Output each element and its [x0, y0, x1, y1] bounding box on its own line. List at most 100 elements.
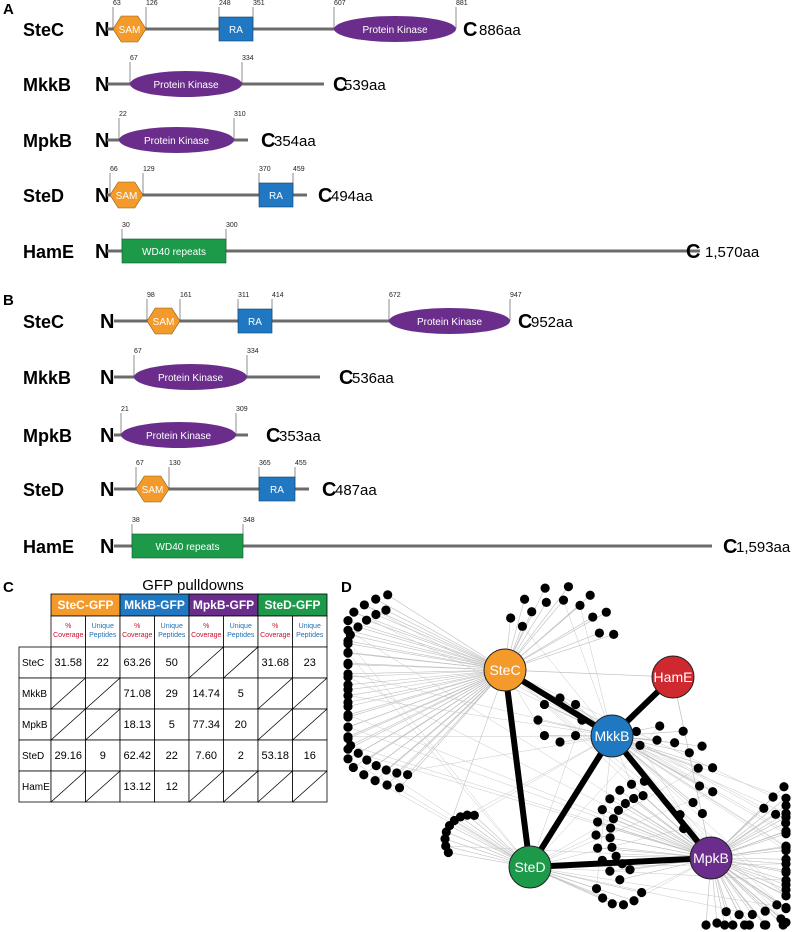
- bait-header-label: SteD-GFP: [264, 598, 320, 612]
- weak-edge: [347, 695, 613, 737]
- weak-edge: [347, 735, 613, 737]
- peripheral-node: [720, 920, 730, 930]
- row-label-cell: [18, 677, 52, 710]
- weak-edge: [364, 604, 506, 671]
- empty-cell-slash: [257, 677, 293, 710]
- subheader-cell: [50, 615, 86, 648]
- cell-value: 7.60: [196, 750, 217, 762]
- sam-hexagon: [112, 15, 147, 43]
- table-cell: [292, 646, 328, 679]
- cell-value: 5: [238, 688, 244, 700]
- row-label-cell: [18, 770, 52, 803]
- weak-edge: [611, 735, 787, 851]
- peripheral-node: [652, 735, 662, 745]
- table-cell: [119, 708, 155, 741]
- peripheral-node: [637, 887, 647, 898]
- peripheral-node: [626, 779, 637, 789]
- cell-value: 23: [304, 657, 316, 669]
- weak-edge: [347, 726, 712, 859]
- hub-circle: [590, 714, 634, 758]
- weak-edge: [347, 662, 506, 671]
- cell-value: 2: [238, 750, 244, 762]
- peripheral-node: [343, 710, 353, 720]
- peripheral-node: [539, 699, 550, 710]
- weak-edge: [347, 652, 506, 671]
- protein-length: 1,593aa: [736, 539, 791, 556]
- hub-label: HamE: [654, 669, 693, 685]
- subheader-text: Coverage: [122, 632, 152, 639]
- cell-value: 29.16: [54, 750, 82, 762]
- weak-edge: [350, 634, 506, 671]
- weak-edge: [347, 669, 506, 707]
- weak-edge: [347, 652, 531, 868]
- c-terminus-label: C: [339, 367, 353, 389]
- protein-length: 354aa: [274, 133, 316, 150]
- wd40-box: [121, 238, 227, 264]
- peripheral-node: [747, 909, 757, 920]
- n-terminus-label: N: [95, 74, 109, 96]
- peripheral-node: [607, 842, 617, 852]
- peripheral-node: [539, 730, 550, 741]
- c-terminus-label: C: [333, 74, 347, 96]
- cell-value: 5: [169, 719, 175, 731]
- table-cell: [188, 708, 224, 741]
- cell-value: 50: [166, 657, 178, 669]
- weak-edge: [347, 630, 712, 859]
- peripheral-node: [615, 785, 625, 795]
- subheader-text: %: [272, 623, 278, 630]
- peripheral-node: [533, 715, 543, 725]
- weak-edge: [347, 673, 613, 737]
- protein-length: 539aa: [344, 77, 386, 94]
- kinase-ellipse: [121, 422, 236, 448]
- domain-start-position: 672: [389, 292, 401, 299]
- peripheral-node: [343, 733, 353, 744]
- bait-header-4: SteD-GFP: [257, 593, 328, 617]
- peripheral-node: [527, 607, 537, 617]
- peripheral-node: [345, 630, 355, 640]
- c-terminus-label: C: [518, 311, 532, 333]
- peripheral-node: [631, 726, 641, 737]
- peripheral-node: [617, 859, 627, 869]
- domain-end-position: 334: [247, 348, 259, 355]
- domain-end-position: 129: [143, 166, 155, 173]
- bait-header-label: MkkB-GFP: [124, 598, 185, 612]
- domain-label: WD40 repeats: [156, 542, 220, 553]
- cell-value: 13.12: [123, 781, 151, 793]
- domain-end-position: 300: [226, 222, 238, 229]
- domain-label: WD40 repeats: [142, 247, 206, 258]
- peripheral-node: [598, 893, 608, 903]
- domain-label: Protein Kinase: [417, 317, 482, 328]
- peripheral-node: [675, 810, 685, 820]
- peripheral-node: [519, 594, 530, 604]
- peripheral-node: [361, 615, 372, 625]
- subheader-text: Peptides: [89, 632, 117, 639]
- weak-edge: [347, 669, 506, 696]
- n-terminus-label: N: [100, 311, 114, 333]
- weak-edge: [445, 845, 712, 859]
- peripheral-node: [362, 755, 372, 765]
- peripheral-node: [781, 793, 791, 803]
- weak-edge: [347, 669, 506, 750]
- domain-end-position: 126: [146, 0, 158, 7]
- domain-end-position: 947: [510, 292, 522, 299]
- cell-value: 16: [304, 750, 316, 762]
- n-terminus-label: N: [100, 367, 114, 389]
- strong-edge-mkkb-mpkb: [609, 734, 714, 860]
- peripheral-node: [606, 823, 616, 833]
- pulldown-table-title: GFP pulldowns: [142, 577, 243, 594]
- weak-edge: [374, 669, 506, 781]
- panel-c-letter: C: [3, 579, 14, 596]
- table-cell: [257, 646, 293, 679]
